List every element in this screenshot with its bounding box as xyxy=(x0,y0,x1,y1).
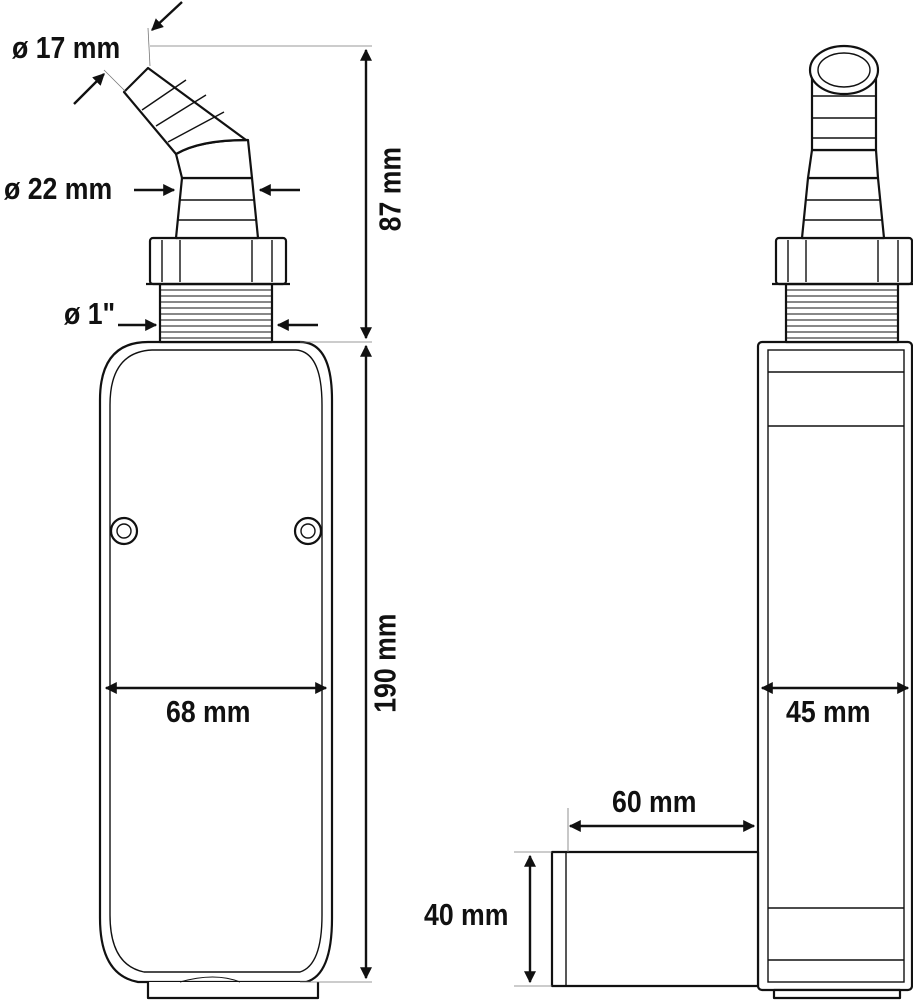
side-thread-lines xyxy=(786,289,898,339)
label-hose-large: ø 22 mm xyxy=(4,171,113,206)
front-body-outline xyxy=(98,340,334,984)
label-depth-side: 45 mm xyxy=(786,694,871,729)
side-hose-barb-large xyxy=(800,176,886,240)
side-thread xyxy=(784,282,900,344)
label-height-top: 87 mm xyxy=(372,146,408,232)
label-foot-height: 40 mm xyxy=(424,897,509,932)
front-thread xyxy=(158,282,274,344)
dimension-lines xyxy=(73,1,910,987)
side-view xyxy=(550,44,913,1000)
side-hose-opening xyxy=(808,44,880,96)
label-thread: ø 1" xyxy=(64,296,116,331)
side-base xyxy=(772,988,902,1000)
front-mount-hole-right xyxy=(293,516,323,546)
front-thread-lines xyxy=(160,289,272,339)
label-width-front: 68 mm xyxy=(166,694,251,729)
side-body xyxy=(756,340,913,992)
side-elbow xyxy=(806,148,880,180)
side-foot xyxy=(550,850,760,988)
label-height-body: 190 mm xyxy=(367,613,403,713)
front-hose-barb-small xyxy=(122,66,248,156)
front-base xyxy=(146,982,320,1000)
label-foot-length: 60 mm xyxy=(612,784,697,819)
front-nut xyxy=(148,236,288,286)
front-view xyxy=(98,66,334,1000)
front-body-inner-outline xyxy=(109,349,323,973)
front-mount-hole-left xyxy=(109,516,139,546)
side-nut xyxy=(774,236,913,286)
label-hose-small: ø 17 mm xyxy=(12,30,121,65)
front-hose-barb-large xyxy=(174,176,260,240)
